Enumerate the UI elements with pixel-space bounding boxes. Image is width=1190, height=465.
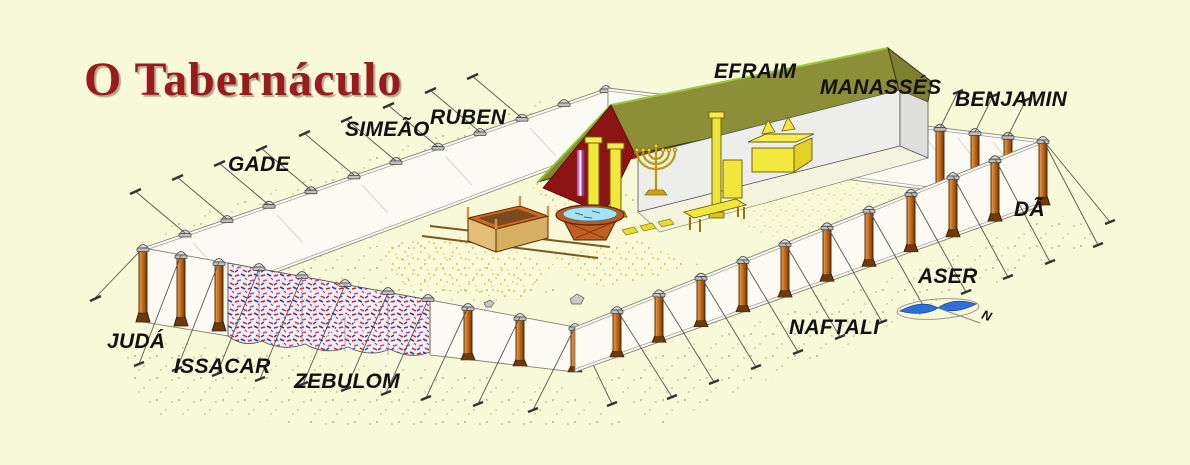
incense-altar-icon: [722, 159, 743, 199]
tribe-label-zebulom: ZEBULOM: [294, 370, 400, 393]
veil-pillar: [708, 111, 725, 219]
west-fence-ropes: [939, 91, 1027, 137]
south-fence-ropes: [94, 75, 523, 299]
east-fence: [133, 244, 618, 414]
tribe-label-efraim: EFRAIM: [714, 60, 797, 83]
tribe-label-naftali: NAFTALI: [789, 316, 880, 339]
tribe-label-aser: ASER: [918, 265, 978, 288]
laver-icon: [555, 204, 625, 241]
east-fence-stakes: [133, 360, 618, 414]
tribe-label-manasses: MANASSÉS: [820, 76, 942, 99]
showbread-table-icon: [682, 198, 748, 232]
entrance-sockets: [621, 218, 675, 236]
east-fence-ropes: [138, 254, 613, 411]
bronze-altar-icon: [421, 196, 611, 259]
north-fence: [574, 136, 1116, 401]
tribe-label-simeao: SIMEÃO: [345, 118, 430, 141]
tribe-label-benjamin: BENJAMIN: [955, 88, 1068, 111]
tribe-label-da: DÃ: [1014, 198, 1045, 221]
compass-rose-icon: [896, 298, 981, 324]
gate-curtain: [227, 262, 431, 356]
tribe-label-gade: GADE: [228, 153, 290, 176]
page-title: O Tabernáculo: [84, 53, 403, 106]
west-fence-stakes: [952, 88, 1032, 104]
tribe-label-juda: JUDÁ: [107, 330, 166, 353]
north-fence-ropes: [616, 139, 1111, 398]
tribe-label-issacar: ISSACAR: [174, 355, 271, 378]
tent-structure: [536, 46, 933, 236]
menorah-icon: [634, 143, 678, 196]
tribe-label-ruben: RUBEN: [430, 106, 507, 129]
ark-of-covenant-icon: [747, 116, 815, 173]
south-fence-stakes: [89, 72, 479, 303]
tent-entrance-curtain: [576, 149, 585, 197]
rocks: [483, 293, 585, 308]
